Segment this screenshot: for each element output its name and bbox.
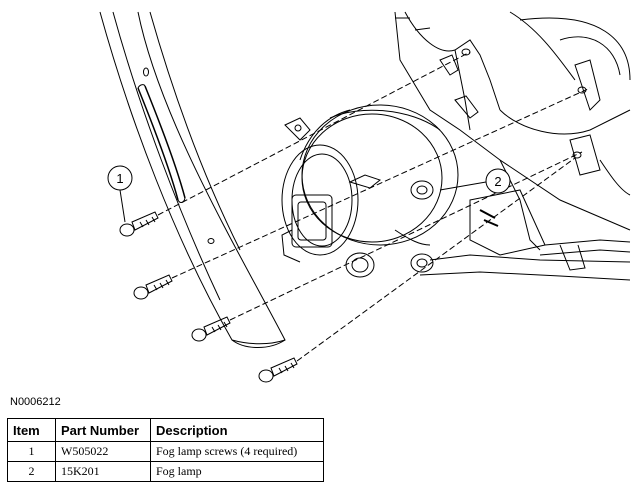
- fog-lamp-screws: [119, 211, 298, 383]
- callout-1-label: 1: [116, 171, 123, 186]
- row-item: 2: [7, 461, 56, 482]
- row-item: 1: [7, 441, 56, 462]
- callout-2: [439, 168, 511, 194]
- header-description: Description: [150, 418, 324, 442]
- alignment-lines: [157, 51, 591, 362]
- row-part-number: W505022: [55, 441, 151, 462]
- row-description: Fog lamp screws (4 required): [150, 441, 324, 462]
- table-header-row: Item Part Number Description: [7, 418, 324, 442]
- bumper-cover-panel: [99, 11, 286, 348]
- screw-4: [258, 357, 298, 383]
- callout-1: [107, 165, 133, 223]
- fog-lamp-exploded-diagram: 1 2: [99, 11, 631, 383]
- header-item: Item: [7, 418, 56, 442]
- header-part-number: Part Number: [55, 418, 151, 442]
- table-row: 1 W505022 Fog lamp screws (4 required): [7, 441, 324, 462]
- table-row: 2 15K201 Fog lamp: [7, 461, 324, 482]
- screw-3: [191, 316, 231, 342]
- figure-id: N0006212: [10, 396, 61, 408]
- screw-1: [119, 211, 159, 237]
- callout-2-label: 2: [494, 174, 501, 189]
- row-description: Fog lamp: [150, 461, 324, 482]
- parts-table: Item Part Number Description 1 W505022 F…: [7, 418, 324, 482]
- screw-2: [133, 274, 173, 300]
- mounting-bracket: [394, 11, 631, 281]
- row-part-number: 15K201: [55, 461, 151, 482]
- fog-lamp: [281, 104, 459, 278]
